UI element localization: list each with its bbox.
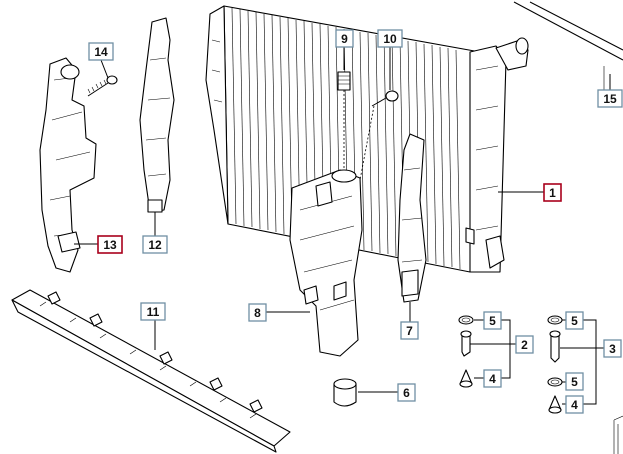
callout-5-right-bottom[interactable]: 5 — [565, 372, 584, 391]
callout-label: 7 — [406, 324, 413, 338]
rubber-mount-6 — [333, 378, 357, 407]
callout-label: 4 — [571, 398, 578, 412]
callout-14[interactable]: 14 — [88, 42, 114, 61]
callout-label: 2 — [521, 338, 528, 352]
body-panel-lines — [513, 1, 623, 90]
lower-air-guide-11 — [11, 289, 291, 453]
callouts: 1 2 3 4 4 5 5 5 — [88, 29, 623, 414]
bolt-9 — [337, 71, 351, 168]
callout-13[interactable]: 13 — [97, 235, 123, 254]
callout-label: 14 — [94, 45, 108, 59]
callout-label: 3 — [609, 342, 616, 356]
callout-label: 5 — [571, 375, 578, 389]
side-bracket-7 — [397, 133, 427, 303]
callout-label: 4 — [489, 372, 496, 386]
callout-11[interactable]: 11 — [140, 302, 166, 321]
callout-3[interactable]: 3 — [603, 339, 622, 358]
callout-label: 6 — [403, 386, 410, 400]
callout-4-right[interactable]: 4 — [565, 395, 584, 414]
air-guide-bracket-12 — [139, 17, 175, 213]
callout-label: 1 — [549, 186, 556, 200]
callout-5-right-top[interactable]: 5 — [565, 311, 584, 330]
left-air-duct-bracket — [39, 57, 97, 273]
callout-label: 13 — [103, 238, 117, 252]
callout-7[interactable]: 7 — [400, 321, 419, 340]
callout-12[interactable]: 12 — [142, 235, 168, 254]
callout-label: 5 — [571, 314, 578, 328]
corner-fragment — [613, 415, 623, 454]
callout-1[interactable]: 1 — [543, 183, 562, 202]
callout-6[interactable]: 6 — [397, 383, 416, 402]
callout-5-left[interactable]: 5 — [483, 311, 502, 330]
callout-label: 5 — [489, 314, 496, 328]
callout-label: 8 — [254, 306, 261, 320]
callout-4-left[interactable]: 4 — [483, 369, 502, 388]
small-parts-2 — [458, 315, 474, 388]
callout-9[interactable]: 9 — [335, 29, 354, 48]
callout-15[interactable]: 15 — [597, 89, 623, 108]
callout-label: 10 — [383, 32, 397, 46]
screw-10 — [359, 90, 399, 181]
callout-label: 11 — [147, 305, 160, 319]
expansion-tank — [289, 169, 363, 357]
radiator — [205, 5, 529, 273]
callout-label: 12 — [148, 238, 162, 252]
callout-label: 9 — [341, 32, 348, 46]
small-parts-3 — [547, 315, 563, 414]
callout-2[interactable]: 2 — [515, 335, 534, 354]
callout-10[interactable]: 10 — [377, 29, 403, 48]
leader-lines — [74, 46, 611, 405]
screw-14 — [87, 75, 118, 97]
callout-label: 15 — [603, 92, 617, 106]
callout-8[interactable]: 8 — [248, 303, 267, 322]
